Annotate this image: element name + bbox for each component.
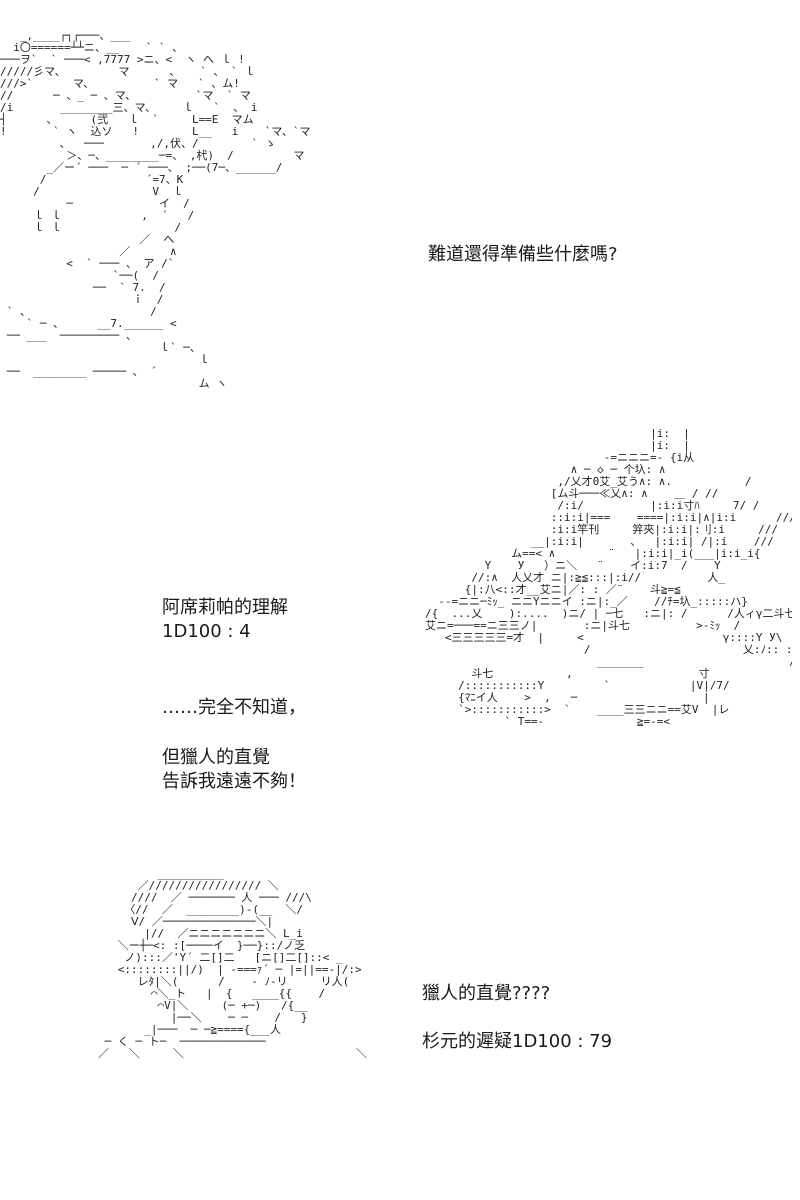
no-idea-text: ……完全不知道， bbox=[162, 697, 306, 718]
sugimoto-roll-caption: 杉元的遲疑1D100 : 79 bbox=[422, 1030, 612, 1054]
no-idea-caption: ……完全不知道， bbox=[162, 696, 306, 720]
sitting-figure-ascii-art: |i: | |i: | -=ニニニ=- {i从 ∧ ─ ◇ ─ 个圦: ∧ ,/… bbox=[424, 428, 792, 728]
hunter-hat-ascii-art: _,____┌┐┌───、___ i〇======┴┴ニ、__ ` ` 、 ──… bbox=[0, 30, 311, 390]
intuition-line-1: 但獵人的直覺 bbox=[162, 747, 270, 768]
hunter-intuition-text: 獵人的直覺???? bbox=[422, 983, 551, 1004]
intuition-line-2: 告訴我遠遠不夠！ bbox=[162, 771, 306, 792]
small-figure-ascii-art: __________ ／///////////////// ＼ //// ／ ─… bbox=[97, 868, 368, 1060]
question-caption: 難道還得準備些什麼嗎? bbox=[428, 243, 618, 267]
understanding-roll: 1D100 : 4 bbox=[162, 621, 251, 642]
intuition-caption: 但獵人的直覺 告訴我遠遠不夠！ bbox=[162, 746, 306, 794]
sugimoto-roll-text: 杉元的遲疑1D100 : 79 bbox=[422, 1031, 613, 1052]
question-text: 難道還得準備些什麼嗎? bbox=[428, 244, 618, 265]
hunter-intuition-caption: 獵人的直覺???? bbox=[422, 982, 550, 1006]
understanding-roll-caption: 阿席莉帕的理解 1D100 : 4 bbox=[162, 596, 288, 644]
understanding-label: 阿席莉帕的理解 bbox=[162, 597, 288, 618]
